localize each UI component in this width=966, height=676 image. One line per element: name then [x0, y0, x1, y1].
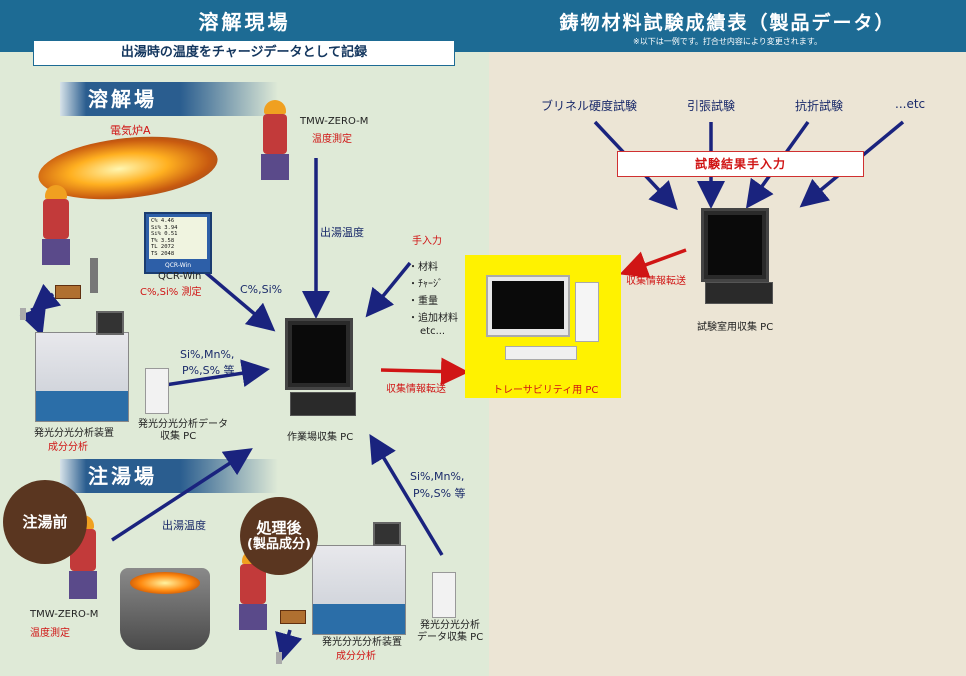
spectro-pc-bottom-label: 発光分光分析 — [420, 620, 480, 631]
arrow-collect-transfer-right — [619, 248, 687, 278]
tmw-top-label: TMW-ZERO-M — [300, 116, 369, 127]
manual-input-item-3: ・重量 — [408, 296, 438, 307]
sample-piece-top — [55, 285, 81, 299]
workplace-pc-label: 作業場収集 PC — [287, 432, 354, 443]
flow-si-mn-bottom-2: P%,S% 等 — [413, 487, 466, 500]
qcr-screen: C% 4.46 Si% 3.94 Si% 0.51 T% 3.58 TL 207… — [149, 217, 207, 259]
worker-figure-qcr — [35, 185, 80, 275]
furnace-label: 電気炉A — [110, 124, 151, 137]
right-header-title: 鋳物材料試験成績表（製品データ） — [559, 12, 896, 34]
manual-input-item-5: etc... — [420, 326, 446, 337]
spectro-bottom-label: 発光分光分析装置 — [322, 637, 402, 648]
workplace-pc-tower — [290, 392, 356, 416]
flow-si-mn-top-1: Si%,Mn%, — [180, 348, 235, 361]
lab-pc-tower — [705, 282, 773, 304]
spectro-pc-bottom — [432, 572, 456, 618]
arrow-manual-input — [365, 261, 412, 318]
spectro-pc-top — [145, 368, 169, 414]
trace-pc-keyboard — [505, 346, 577, 360]
spectro-bottom-sub: 成分分析 — [336, 651, 376, 662]
trace-pc-monitor — [486, 275, 570, 337]
arrow-sample-top — [19, 305, 46, 337]
arrow-spectro-bottom — [369, 433, 444, 556]
spectro-top-sub: 成分分析 — [48, 442, 88, 453]
spectro-pc-bottom-label2: データ収集 PC — [417, 632, 484, 643]
trace-pc-label: トレーサビリティ用 PC — [493, 385, 599, 396]
right-header-note: ※以下は一例です。打合せ内容により変更されます。 — [633, 37, 822, 46]
flow-si-mn-bottom-1: Si%,Mn%, — [410, 470, 465, 483]
worker-figure-tmw-top — [255, 100, 295, 190]
spectrometer-bottom — [312, 522, 406, 635]
after-treat-circle: 処理後 (製品成分) — [240, 497, 318, 575]
lab-pc-label: 試験室用収集 PC — [697, 322, 774, 333]
flow-si-mn-top-2: P%,S% 等 — [182, 364, 235, 377]
right-header: 鋳物材料試験成績表（製品データ） — [489, 0, 966, 52]
qcr-screen-label: QCR-Win — [164, 262, 192, 269]
arrow-sample-bottom — [275, 629, 303, 662]
workplace-pc-monitor — [285, 318, 353, 390]
worker-figure-after — [232, 550, 277, 640]
manual-input-title: 手入力 — [412, 236, 442, 247]
sample-pin-top — [20, 308, 26, 320]
flow-pour-temp-bottom: 出湯温度 — [162, 519, 206, 532]
tmw-bottom-sub: 温度測定 — [30, 628, 70, 639]
sample-pin-bottom — [276, 652, 282, 664]
melting-area-banner: 溶解場 — [60, 82, 278, 116]
spectrometer-top — [35, 311, 129, 422]
before-pour-label: 注湯前 — [22, 512, 68, 531]
test-brinell: ブリネル硬度試験 — [541, 99, 638, 113]
flow-collect-transfer: 収集情報転送 — [386, 384, 446, 395]
tmw-bottom-label: TMW-ZERO-M — [30, 609, 99, 620]
flow-cs-pct: C%,Si% — [240, 283, 283, 296]
qcr-win-device: C% 4.46 Si% 3.94 Si% 0.51 T% 3.58 TL 207… — [144, 212, 212, 274]
qcr-sub: C%,Si% 測定 — [140, 287, 202, 298]
arrow-collect-transfer — [380, 357, 469, 386]
arrow-spectro-top — [164, 359, 270, 388]
after-treat-label1: 処理後 — [256, 518, 302, 537]
arrow-cs — [203, 270, 276, 332]
test-tensile: 引張試験 — [687, 99, 736, 113]
tmw-top-sub: 温度測定 — [312, 134, 352, 145]
spectro-pc-top-label2: 収集 PC — [160, 431, 197, 442]
trace-pc-tower — [575, 282, 599, 342]
spectro-top-label: 発光分光分析装置 — [34, 428, 114, 439]
probe-stand — [90, 258, 98, 293]
after-treat-label2: (製品成分) — [247, 537, 311, 553]
manual-input-item-2: ・ﾁｬｰｼﾞ — [408, 279, 443, 290]
arrow-sample-top2 — [30, 283, 62, 313]
lab-pc-monitor — [701, 208, 769, 282]
flow-pour-temp-top: 出湯温度 — [320, 226, 364, 239]
flow-collect-transfer-right: 収集情報転送 — [626, 276, 686, 287]
left-header-subtitle: 出湯時の温度をチャージデータとして記録 — [33, 40, 455, 66]
manual-input-item-1: ・材料 — [408, 262, 438, 273]
before-pour-circle: 注湯前 — [3, 480, 87, 564]
manual-input-item-4: ・追加材料 — [408, 313, 458, 324]
spectro-pc-top-label: 発光分光分析データ — [138, 419, 228, 430]
arrow-pour-temp-bottom — [111, 448, 253, 542]
sample-piece-bottom — [280, 610, 306, 624]
qcr-label: QCR-Win — [158, 271, 202, 282]
test-manual-input-box: 試験結果手入力 — [617, 151, 864, 177]
test-etc: ...etc — [895, 97, 926, 111]
left-header-title: 溶解現場 — [198, 10, 291, 34]
test-bending: 抗折試験 — [795, 99, 844, 113]
ladle-illustration — [120, 568, 210, 650]
